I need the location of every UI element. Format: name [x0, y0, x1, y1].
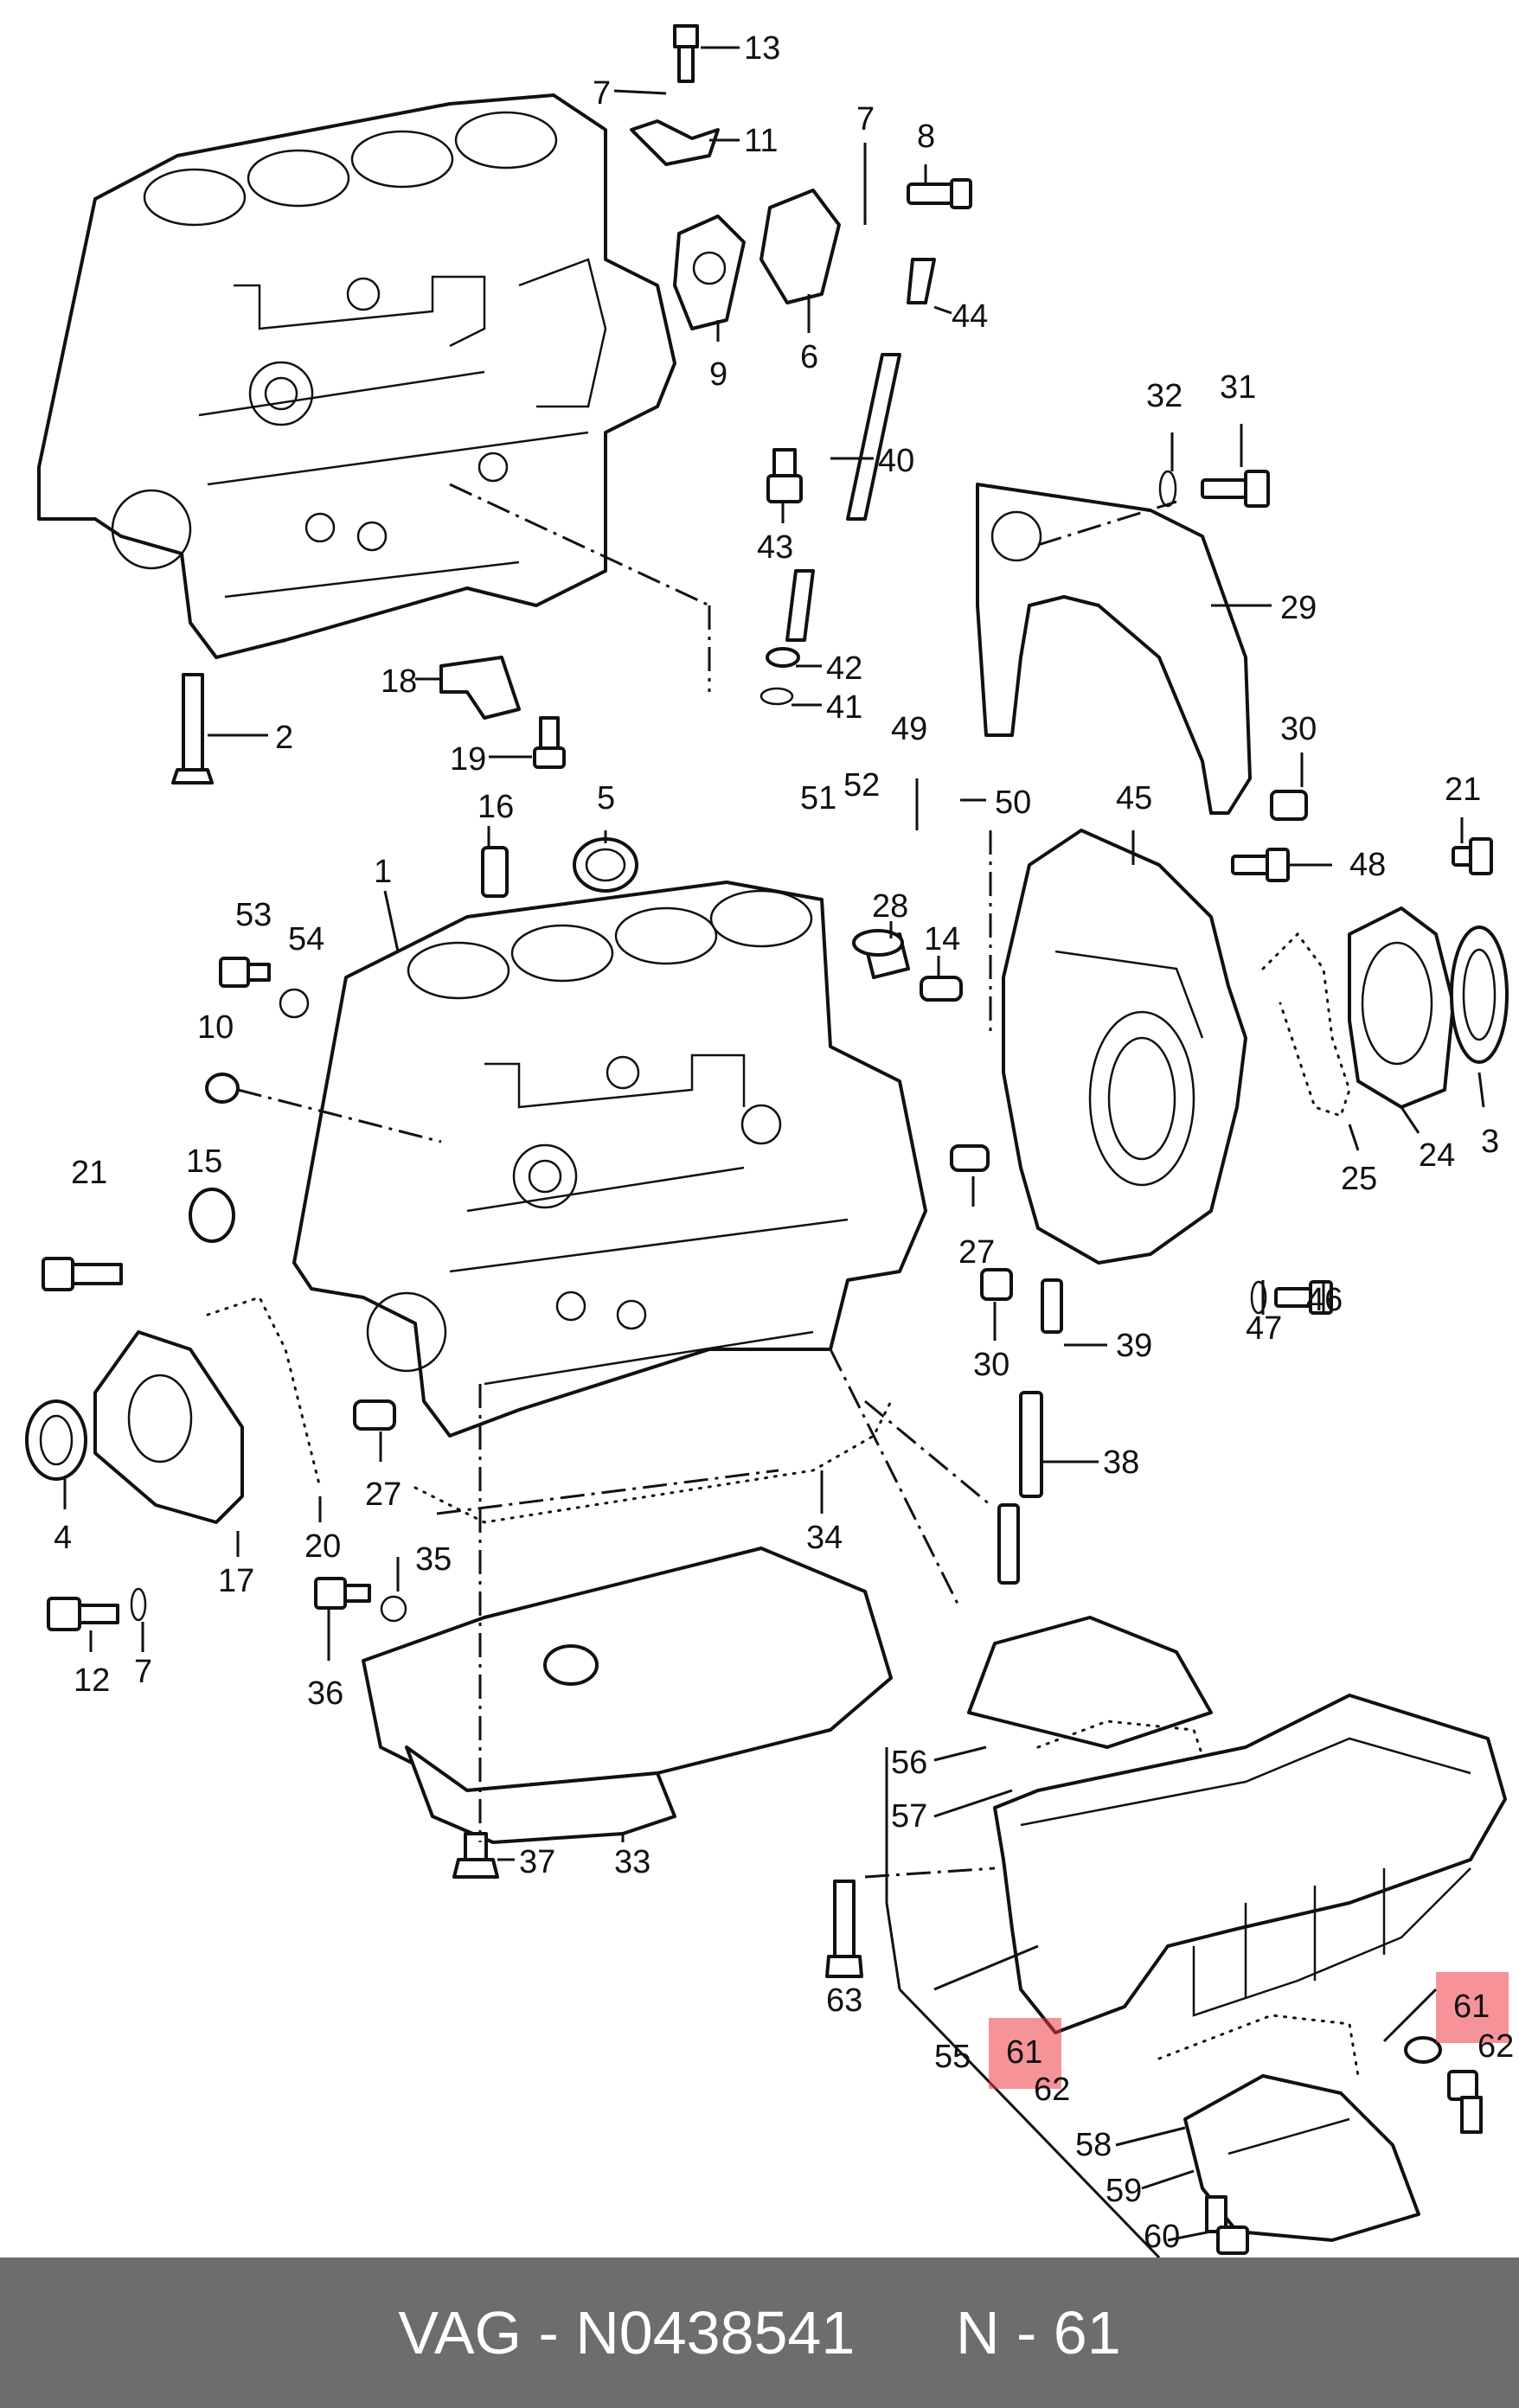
- rear-seal-group: [1261, 837, 1509, 1118]
- callout-10: 10: [197, 1009, 234, 1046]
- callout-24: 24: [1419, 1137, 1455, 1174]
- callout-38: 38: [1103, 1444, 1139, 1481]
- callout-21: 21: [1445, 772, 1481, 808]
- callout-29: 29: [1280, 590, 1317, 626]
- footer-position: N - 61: [956, 2299, 1121, 2366]
- callout-11: 11: [744, 123, 778, 159]
- callout-31: 31: [1220, 369, 1256, 406]
- callout-18: 18: [381, 663, 417, 700]
- callout-43: 43: [757, 529, 793, 566]
- callout-55: 55: [934, 2039, 971, 2075]
- callout-44: 44: [952, 298, 988, 335]
- callout-2: 2: [275, 720, 293, 756]
- callout-59: 59: [1106, 2173, 1142, 2209]
- exploded-parts-diagram: 13 7 11 7 8 9 6 44 40 43 42 41 2 18 19 3…: [25, 24, 1514, 2258]
- callout-1: 1: [374, 854, 392, 890]
- callout-58: 58: [1075, 2127, 1112, 2163]
- transmission-cover-plates: [976, 483, 1333, 1315]
- callout-7: 7: [856, 101, 875, 138]
- callout-46: 46: [1306, 1282, 1343, 1318]
- callout-33: 33: [614, 1844, 651, 1880]
- callout-30: 30: [1280, 711, 1317, 747]
- callout-19: 19: [450, 741, 486, 778]
- diagram-canvas: 13 7 11 7 8 9 6 44 40 43 42 41 2 18 19 3…: [25, 24, 1514, 2258]
- callout-28: 28: [872, 888, 908, 925]
- part-number-footer: VAG - N0438541 N - 61: [0, 2258, 1519, 2408]
- callout-62: 62: [1477, 2028, 1514, 2065]
- callout-49: 49: [891, 711, 927, 747]
- engine-block-lower: [292, 881, 927, 1438]
- callout-51: 51: [800, 780, 836, 817]
- callout-5: 5: [597, 780, 615, 817]
- footer-part-number: N0438541: [575, 2299, 856, 2366]
- callout-20: 20: [304, 1528, 341, 1565]
- engine-block-upper: [37, 93, 676, 659]
- callout-40: 40: [878, 443, 914, 479]
- callout-17: 17: [218, 1563, 254, 1599]
- callout-50: 50: [995, 785, 1031, 821]
- callout-35: 35: [415, 1541, 452, 1578]
- callout-39: 39: [1116, 1328, 1152, 1364]
- callout-labels: 13 7 11 7 8 9 6 44 40 43 42 41 2 18 19 3…: [54, 30, 1514, 2255]
- callout-12: 12: [74, 1662, 110, 1699]
- callout-53: 53: [235, 897, 272, 933]
- callout-61: 61: [1006, 2034, 1042, 2071]
- callout-27: 27: [365, 1476, 401, 1513]
- lower-small-parts: [25, 837, 1063, 1631]
- callout-8: 8: [917, 118, 935, 155]
- callout-48: 48: [1349, 847, 1386, 883]
- oil-pan-33: [362, 1399, 893, 1879]
- callout-52: 52: [843, 767, 880, 804]
- footer-gap: [855, 2298, 956, 2367]
- callout-60: 60: [1144, 2219, 1180, 2255]
- callout-54: 54: [288, 921, 324, 957]
- callout-25: 25: [1341, 1161, 1377, 1197]
- callout-47: 47: [1246, 1310, 1282, 1347]
- highlight-61-right: [1436, 1972, 1509, 2043]
- callout-42: 42: [826, 650, 862, 687]
- callout-13: 13: [744, 30, 780, 67]
- callout-3: 3: [1481, 1124, 1499, 1160]
- callout-7: 7: [134, 1654, 152, 1690]
- callout-34: 34: [806, 1520, 843, 1556]
- callout-36: 36: [307, 1675, 343, 1712]
- callout-9: 9: [709, 356, 727, 393]
- callout-27: 27: [958, 1234, 995, 1271]
- callout-32: 32: [1146, 378, 1183, 414]
- callout-41: 41: [826, 689, 862, 726]
- callout-16: 16: [477, 789, 514, 825]
- callout-56: 56: [891, 1745, 927, 1781]
- callout-4: 4: [54, 1520, 72, 1556]
- callout-57: 57: [891, 1798, 927, 1835]
- callout-63: 63: [826, 1982, 862, 2019]
- callout-37: 37: [519, 1844, 555, 1880]
- footer-brand: VAG: [398, 2299, 522, 2366]
- callout-61: 61: [1453, 1989, 1490, 2025]
- callout-30: 30: [973, 1347, 1009, 1383]
- callout-14: 14: [924, 921, 960, 957]
- callout-15: 15: [186, 1143, 222, 1180]
- leader-lines: [63, 46, 1485, 2258]
- footer-separator: -: [522, 2299, 576, 2366]
- callout-62: 62: [1034, 2072, 1070, 2108]
- highlight-61-left: [989, 2018, 1061, 2089]
- oil-pan-assembly: [825, 1616, 1507, 2255]
- callout-21: 21: [71, 1155, 107, 1191]
- callout-6: 6: [800, 339, 818, 375]
- upper-small-parts: [171, 24, 1308, 821]
- callout-7: 7: [593, 75, 611, 112]
- callout-45: 45: [1116, 780, 1152, 817]
